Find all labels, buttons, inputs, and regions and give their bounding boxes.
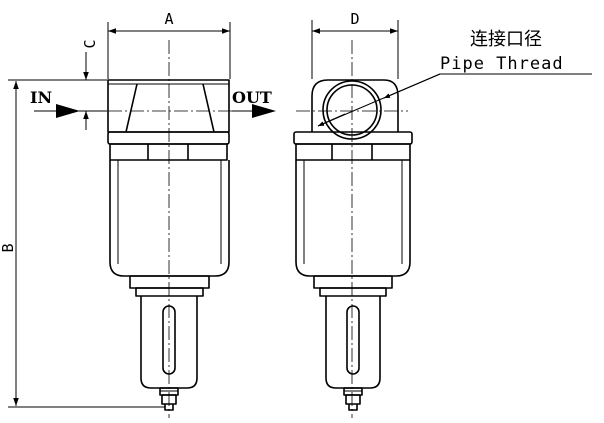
outlet-arrow	[252, 104, 276, 118]
dimension-b: B	[0, 79, 165, 408]
side-sight-glass	[346, 305, 360, 375]
dim-a-label: A	[164, 10, 173, 28]
front-sight-glass	[162, 305, 176, 375]
side-clamp-ring	[293, 131, 413, 145]
pipe-thread-cn-label: 连接口径	[470, 29, 542, 50]
dimension-d: D	[311, 10, 399, 79]
side-bowl	[295, 160, 411, 277]
pipe-thread-callout: 连接口径 Pipe Thread	[317, 29, 592, 127]
front-neck-ring	[135, 287, 204, 297]
side-neck-ring	[319, 287, 387, 297]
dimension-c: C	[76, 39, 107, 130]
flow-arrows: IN OUT	[30, 88, 276, 118]
side-port-outer	[322, 80, 382, 140]
front-clamp-ring	[107, 131, 230, 145]
side-view	[293, 40, 413, 418]
dimension-a: A	[107, 10, 231, 79]
side-port-boss	[311, 79, 399, 132]
pipe-thread-en-label: Pipe Thread	[440, 54, 564, 74]
outlet-label: OUT	[232, 88, 272, 107]
front-head-block	[107, 79, 230, 133]
front-bowl-neck	[129, 275, 210, 289]
side-bowl-neck	[313, 275, 393, 289]
front-bowl	[109, 160, 230, 277]
front-drain-body	[161, 394, 177, 405]
side-ring-band	[295, 143, 411, 161]
front-view	[107, 40, 232, 418]
side-port-inner	[326, 84, 378, 136]
inlet-arrow	[56, 104, 80, 118]
dim-b-label: B	[0, 243, 17, 252]
inlet-label: IN	[30, 88, 52, 107]
side-drain-tip	[348, 404, 358, 411]
dim-c-label: C	[81, 39, 99, 48]
front-ring-band	[109, 143, 228, 161]
side-drain-body	[345, 394, 361, 405]
dim-d-label: D	[350, 10, 359, 28]
